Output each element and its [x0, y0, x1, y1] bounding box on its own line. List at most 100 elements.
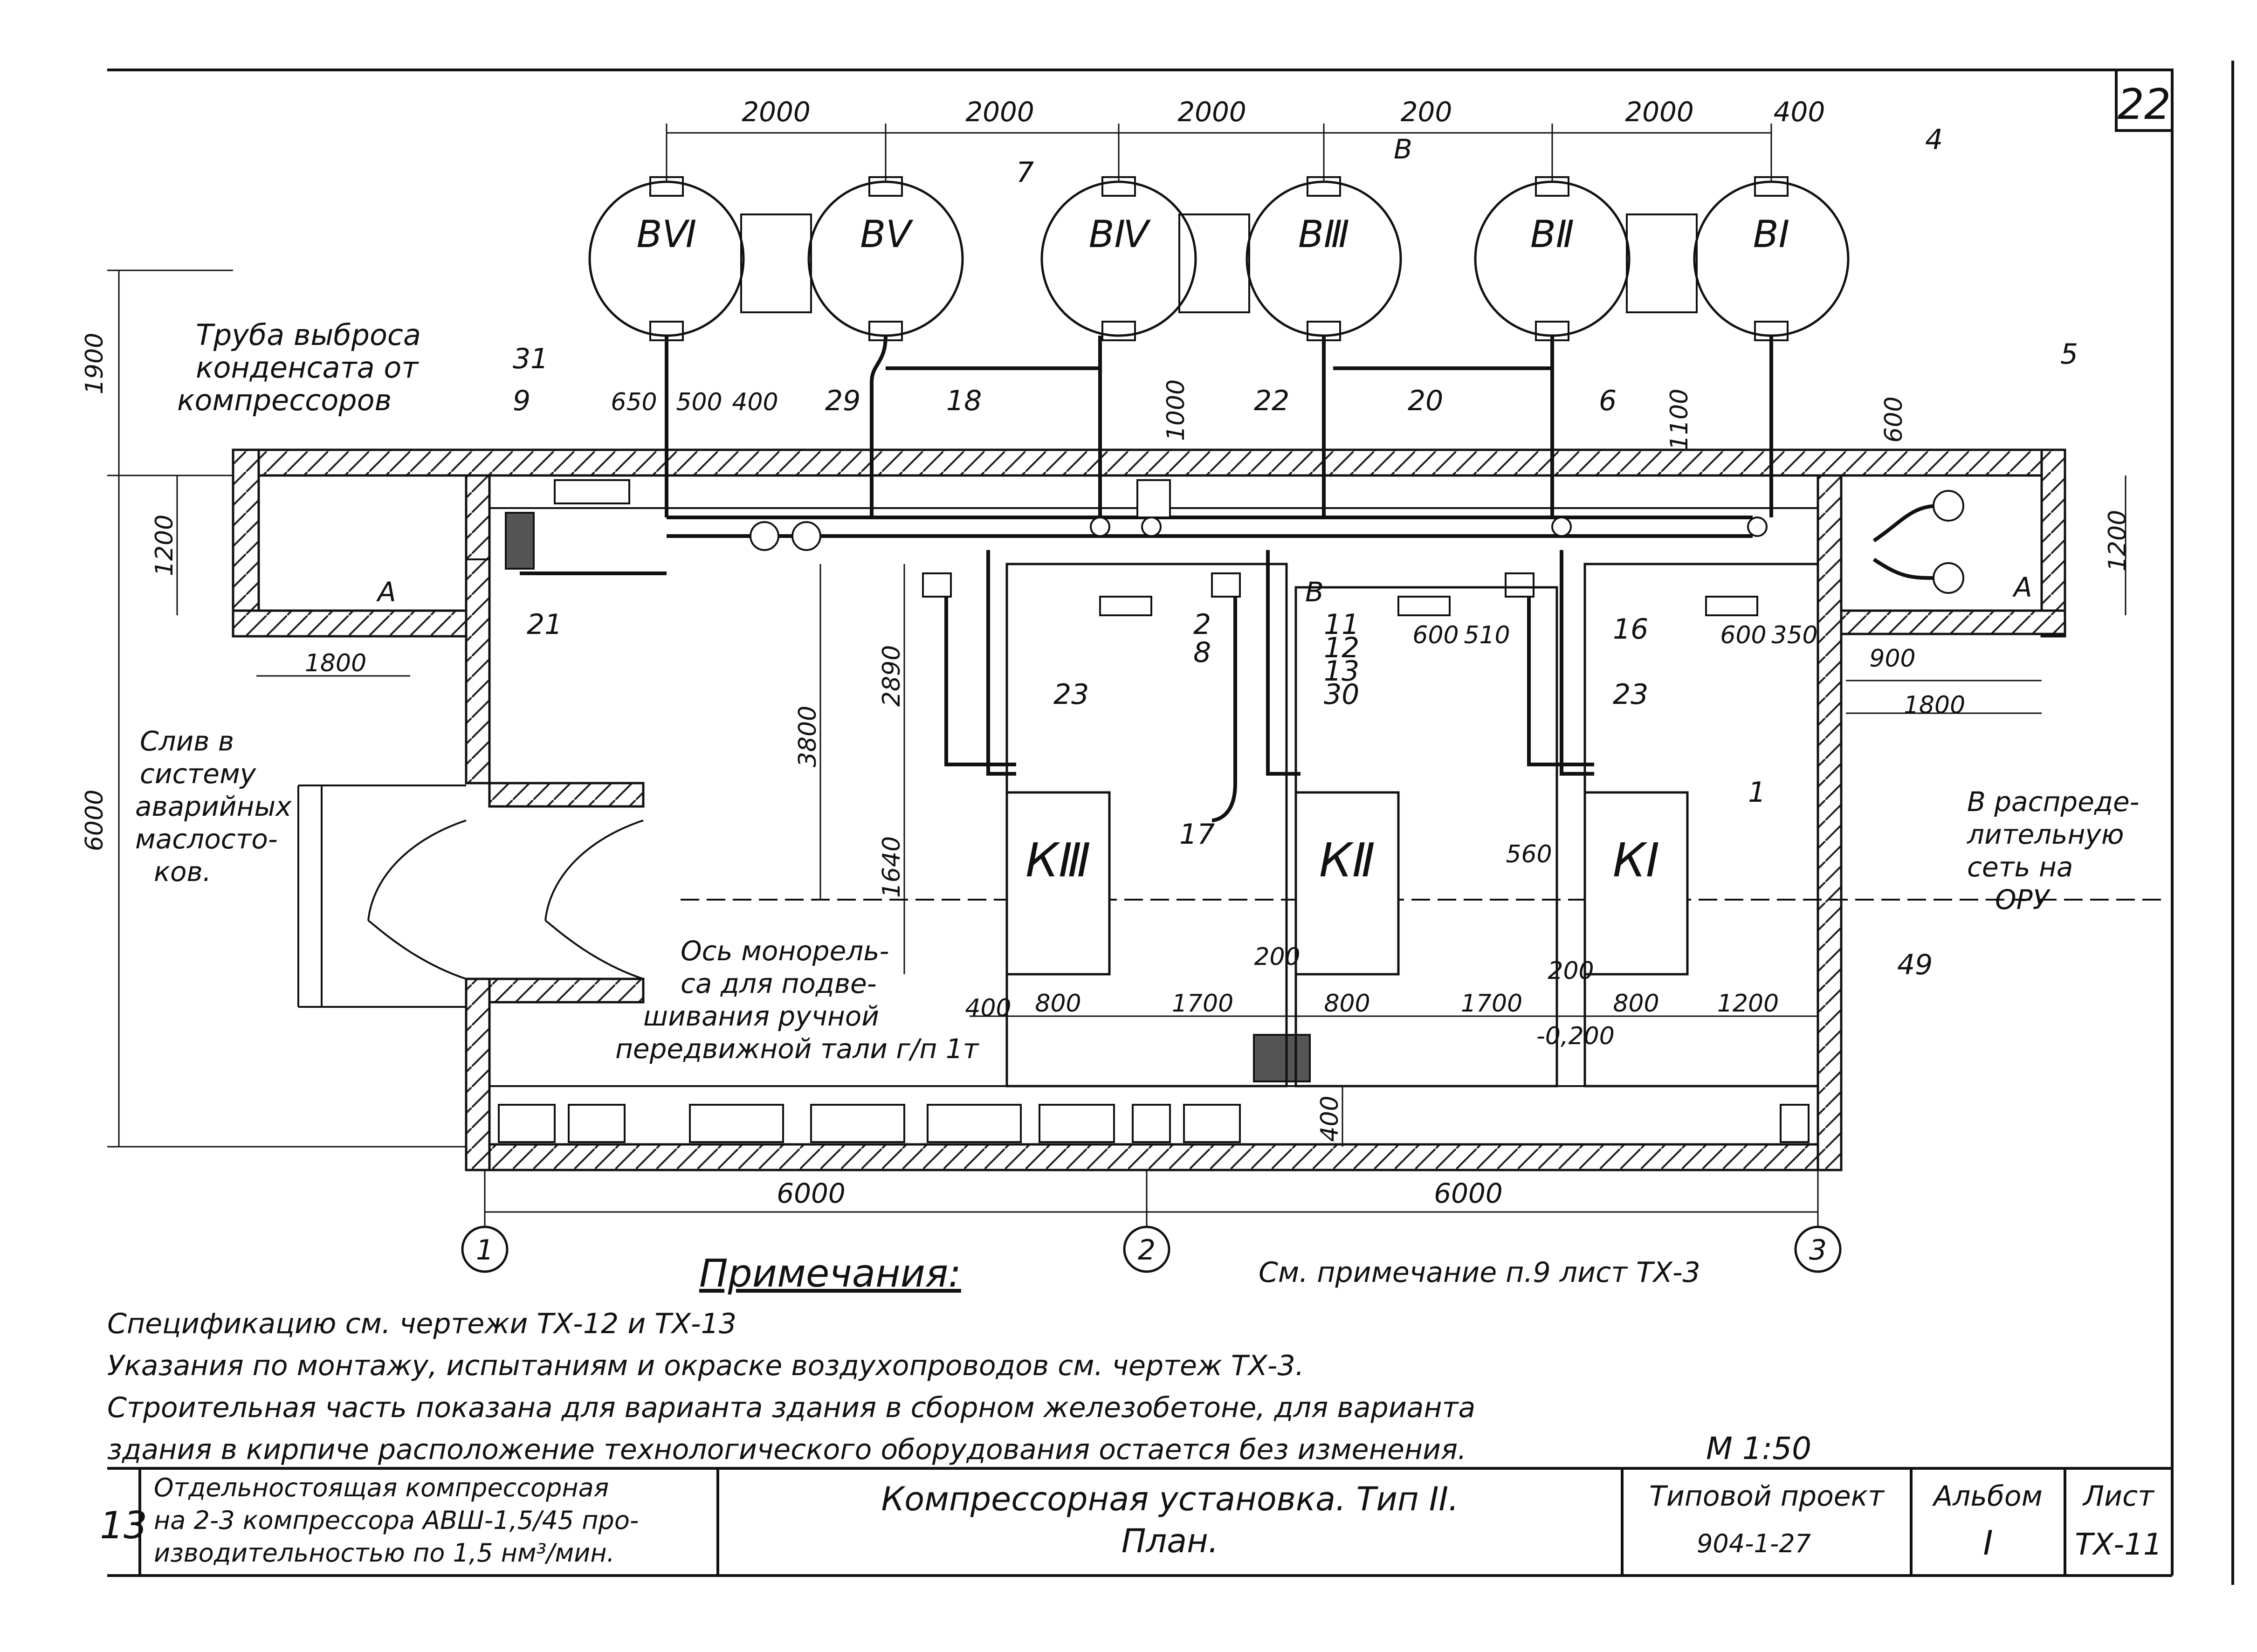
svg-text:1200: 1200 [1717, 990, 1779, 1018]
svg-text:6: 6 [1599, 385, 1617, 417]
receiver-ii [1474, 180, 1631, 337]
svg-text:29: 29 [825, 385, 860, 417]
svg-text:1: 1 [1748, 776, 1766, 809]
svg-text:13: 13 [1324, 655, 1359, 688]
svg-text:А: А [376, 576, 396, 608]
svg-text:ВⅠ: ВⅠ [1753, 213, 1789, 256]
wall-bottom [476, 1143, 1840, 1171]
svg-text:600: 600 [1720, 621, 1766, 649]
svg-text:12: 12 [1324, 632, 1359, 664]
receiver-v [807, 180, 964, 337]
svg-text:800: 800 [1613, 990, 1659, 1018]
compressors [1005, 563, 1819, 1088]
svg-text:1200: 1200 [151, 515, 179, 576]
svg-text:800: 800 [1324, 990, 1370, 1018]
svg-text:5: 5 [2060, 338, 2078, 371]
svg-text:400: 400 [1774, 96, 1825, 128]
svg-text:3: 3 [1809, 1234, 1827, 1267]
svg-text:ВⅤ: ВⅤ [860, 213, 914, 256]
svg-text:2000: 2000 [1177, 96, 1246, 128]
receiver-labels: ВⅥ ВⅤ ВⅣ ВⅢ ВⅡ ВⅠ [637, 213, 1790, 256]
notes-lines: Спецификацию см. чертежи ТХ-12 и ТХ-13 У… [107, 1308, 1475, 1466]
svg-text:ВⅡ: ВⅡ [1530, 213, 1574, 256]
svg-text:18: 18 [946, 385, 982, 417]
wall-left-upper [465, 474, 491, 785]
misc-dimensions: 650 500 400 1000 1100 600 1200 1200 1800… [81, 333, 2132, 1209]
svg-text:600: 600 [1412, 621, 1459, 649]
svg-text:1800: 1800 [305, 649, 366, 677]
svg-text:шивания ручной: шивания ручной [643, 1000, 879, 1032]
svg-text:20: 20 [1408, 385, 1443, 417]
svg-text:ОРУ: ОРУ [1995, 884, 2051, 915]
svg-text:510: 510 [1464, 621, 1510, 649]
svg-text:-0,200: -0,200 [1536, 1022, 1615, 1050]
svg-text:560: 560 [1506, 840, 1552, 868]
svg-text:500: 500 [676, 388, 722, 416]
svg-text:600: 600 [1880, 396, 1908, 442]
compressor-kiii [1005, 791, 1111, 976]
svg-text:900: 900 [1869, 645, 1915, 673]
svg-text:Строительная часть показана дл: Строительная часть показана для варианта… [107, 1391, 1475, 1424]
svg-text:лительную: лительную [1967, 819, 2124, 850]
svg-text:ВⅥ: ВⅥ [637, 213, 697, 256]
vestibule-bottom-wall [488, 977, 645, 1004]
svg-text:В распреде-: В распреде- [1967, 786, 2140, 818]
title-block-title: Компрессорная установка. Тип II. План. [881, 1480, 1459, 1560]
svg-text:2: 2 [1138, 1234, 1156, 1267]
svg-text:400: 400 [1316, 1095, 1344, 1142]
svg-text:6000: 6000 [777, 1177, 846, 1209]
sheet-label: Лист [2082, 1480, 2155, 1513]
svg-text:200: 200 [1401, 96, 1452, 128]
svg-text:компрессоров: компрессоров [177, 383, 392, 417]
svg-text:1800: 1800 [1904, 691, 1965, 719]
svg-text:здания в кирпиче расположение: здания в кирпиче расположение технологич… [107, 1433, 1466, 1466]
project-label: Типовой проект [1649, 1480, 1885, 1513]
svg-text:23: 23 [1613, 678, 1648, 711]
receiver-iii [1245, 180, 1402, 337]
svg-text:800: 800 [1035, 990, 1081, 1018]
svg-text:1100: 1100 [1665, 389, 1693, 450]
sheet-value: ТХ-11 [2075, 1528, 2162, 1562]
discharge-pipe-label: Труба выброса конденсата от компрессоров [177, 318, 421, 417]
svg-text:В: В [1394, 133, 1412, 165]
svg-text:ков.: ков. [154, 856, 211, 888]
building-walls [232, 448, 2066, 1171]
wall-annex-right [2040, 448, 2066, 638]
svg-text:Компрессорная установка. Тип I: Компрессорная установка. Тип II. [881, 1480, 1459, 1518]
svg-text:2000: 2000 [1625, 96, 1694, 128]
crosshatch-block-left [505, 512, 535, 570]
svg-text:22: 22 [1254, 385, 1289, 417]
wall-left-lower [465, 977, 491, 1171]
svg-text:КⅢ: КⅢ [1025, 833, 1091, 888]
monorail-label: Ось монорель- са для подве- шивания ручн… [615, 935, 980, 1065]
album-value: I [1983, 1523, 1993, 1563]
callout-numbers: 4 7 22 20 18 29 31 9 6 5 21 2 8 11 12 13… [513, 124, 2078, 981]
pipe-fittings [554, 479, 1964, 616]
svg-text:систему: систему [140, 758, 256, 790]
svg-text:План.: План. [1122, 1522, 1218, 1560]
wall-annex-right-bottom [1840, 609, 2066, 635]
sheet-frame [107, 61, 2234, 1585]
svg-text:350: 350 [1771, 621, 1817, 649]
svg-text:1900: 1900 [81, 333, 109, 394]
svg-text:ВⅢ: ВⅢ [1298, 213, 1349, 256]
top-dimensions: 2000 2000 2000 200 2000 400 [742, 96, 1825, 128]
svg-text:А: А [2012, 571, 2032, 603]
compressor-ki [1583, 791, 1689, 976]
title-block [107, 1467, 2172, 1576]
svg-text:4: 4 [1925, 124, 1943, 156]
wall-right-main [1817, 474, 1843, 1171]
svg-text:сеть на: сеть на [1967, 851, 2073, 883]
svg-text:9: 9 [513, 385, 530, 417]
svg-text:КI: КI [1613, 833, 1660, 888]
title-block-left-number: 13 [100, 1504, 147, 1547]
distribution-label: В распреде- лительную сеть на ОРУ [1967, 786, 2140, 915]
svg-text:изводительностью по 1,5 нм³/ми: изводительностью по 1,5 нм³/мин. [154, 1538, 615, 1568]
svg-text:1700: 1700 [1172, 990, 1233, 1018]
svg-text:Ось монорель-: Ось монорель- [681, 935, 889, 967]
crosshatch-block-bottom [1253, 1034, 1311, 1082]
svg-text:2000: 2000 [742, 96, 811, 128]
receivers [588, 180, 1850, 337]
svg-text:2: 2 [1193, 608, 1211, 641]
